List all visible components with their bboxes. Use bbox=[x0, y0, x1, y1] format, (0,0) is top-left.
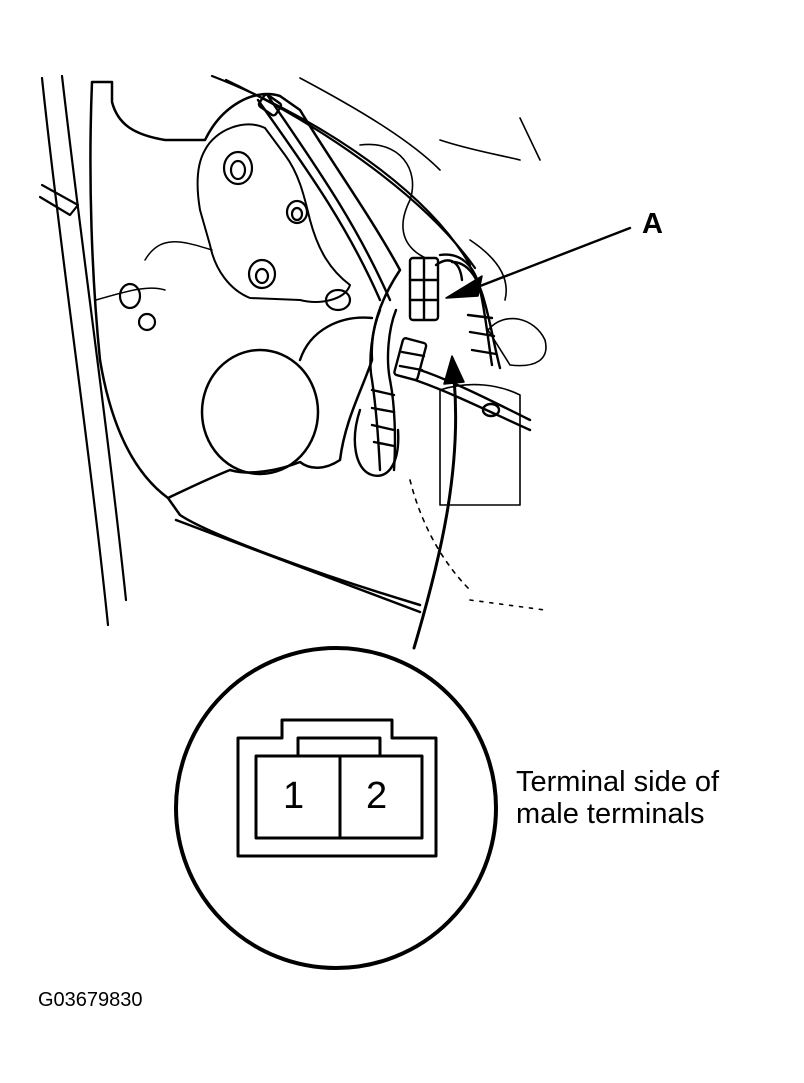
terminal-pin-2-label: 2 bbox=[366, 775, 388, 817]
panel-stamping bbox=[144, 123, 351, 303]
door-frame bbox=[38, 74, 477, 627]
figure-id: G03679830 bbox=[38, 989, 143, 1011]
inset-caption-line-1: Terminal side of bbox=[516, 766, 720, 798]
callout-a-arrow bbox=[445, 226, 632, 299]
mounting-holes bbox=[118, 150, 352, 332]
callout-label-a: A bbox=[642, 208, 663, 240]
connector-mating bbox=[393, 337, 428, 382]
wire-harness bbox=[256, 93, 532, 477]
terminal-face bbox=[236, 718, 438, 858]
inset-caption: Terminal side of male terminals bbox=[516, 766, 719, 830]
inset-caption-line-2: male terminals bbox=[516, 798, 705, 830]
connector-a bbox=[408, 256, 464, 322]
inset-circle bbox=[174, 646, 498, 970]
terminal-pin-1-label: 1 bbox=[283, 775, 305, 817]
background-structure bbox=[299, 77, 547, 611]
speaker-opening bbox=[200, 348, 320, 476]
inset-leader bbox=[412, 355, 465, 650]
